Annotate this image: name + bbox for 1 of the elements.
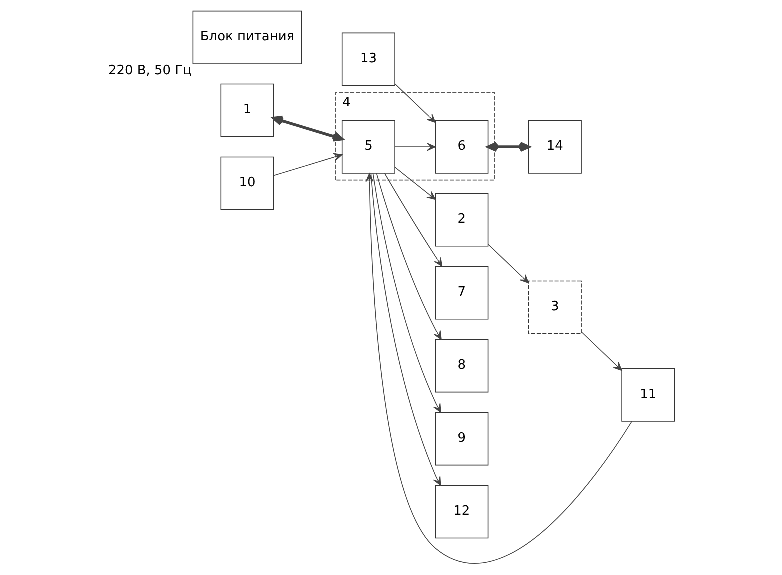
node-label: 220 В, 50 Гц xyxy=(108,63,192,78)
